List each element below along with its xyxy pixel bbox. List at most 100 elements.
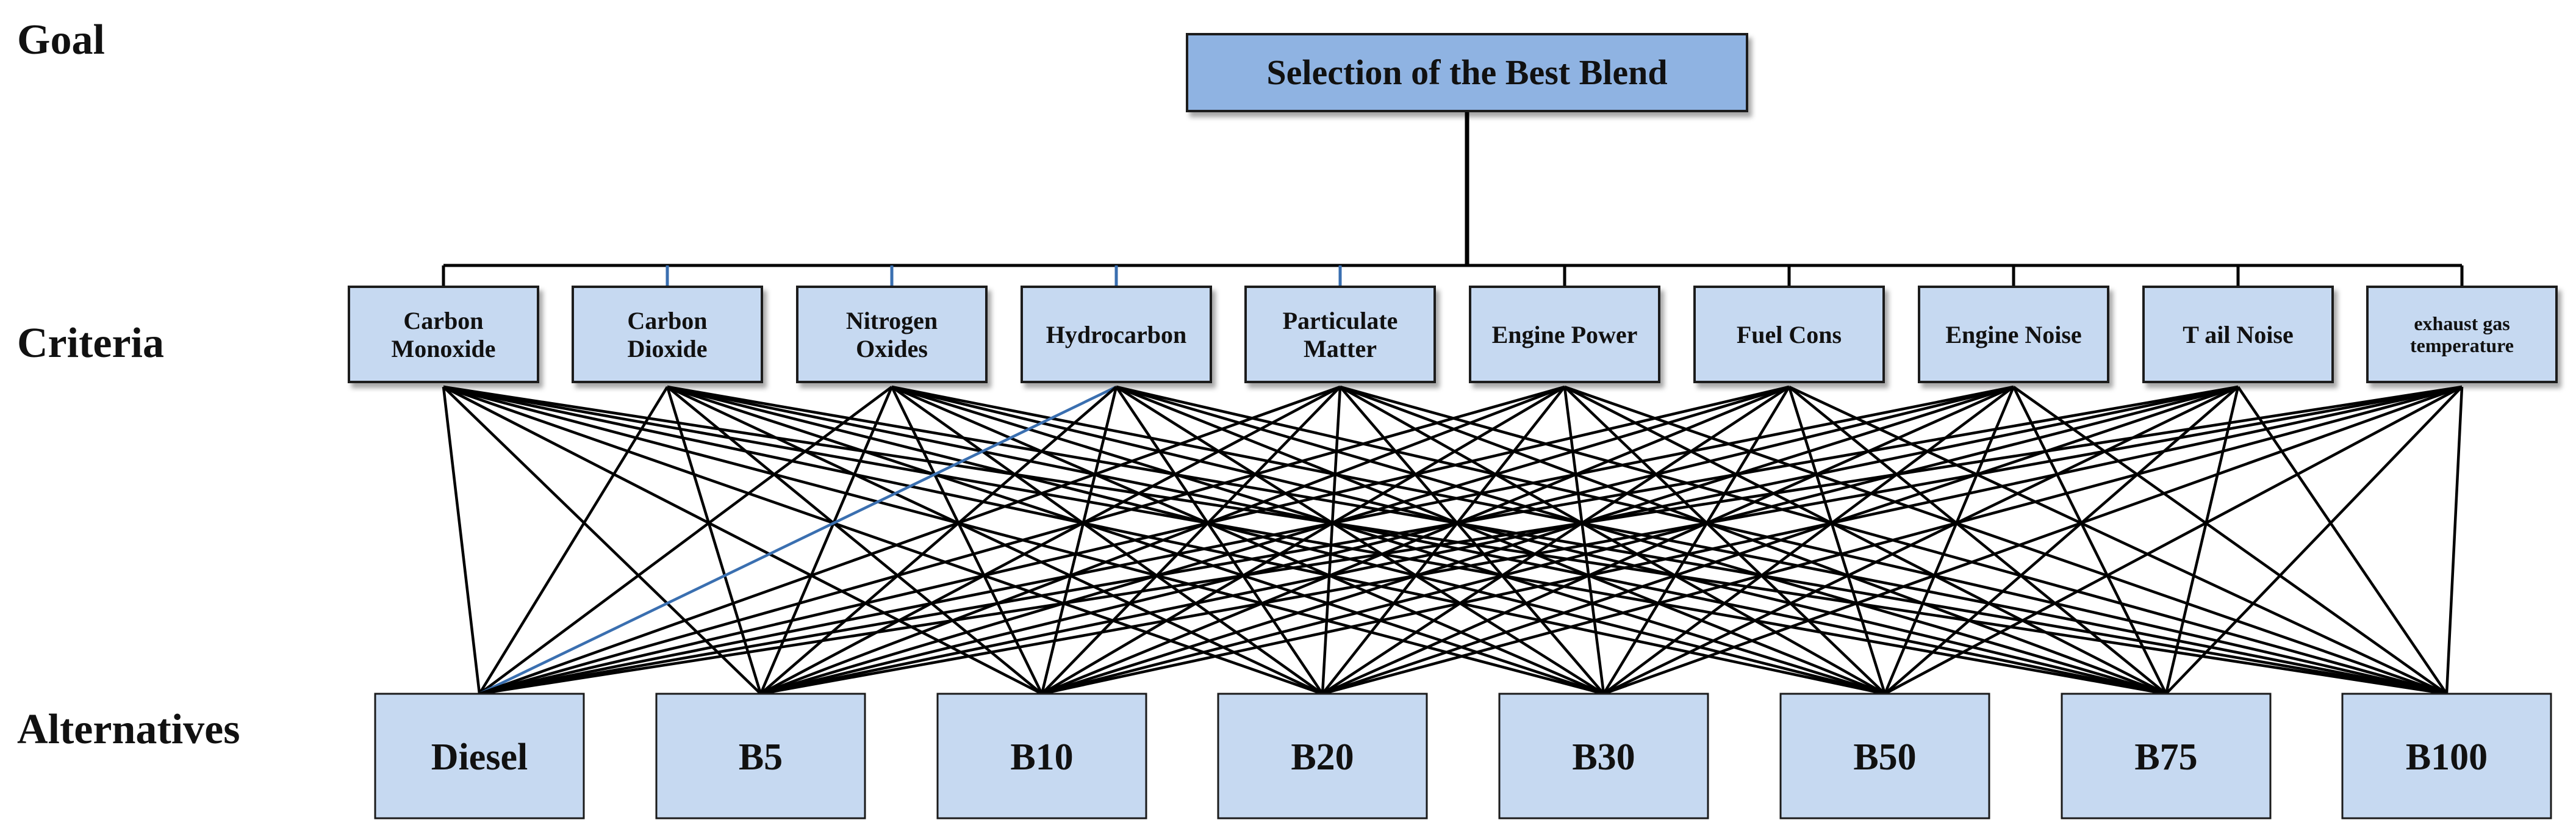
criterion-label: Hydrocarbon xyxy=(1046,321,1186,348)
alternatives-level: Diesel B5 B10 B20 B30 B50 B75 B100 xyxy=(374,693,2552,819)
alternative-box xyxy=(655,693,866,819)
criterion-box xyxy=(1693,286,1885,383)
criterion-box xyxy=(1244,286,1436,383)
alternative-label: B50 xyxy=(1853,736,1916,778)
criteria-level: CarbonMonoxideCarbonDioxideNitrogenOxide… xyxy=(348,286,2558,383)
criterion-alternative-line xyxy=(890,386,1044,694)
alternative-box xyxy=(2341,693,2552,819)
criterion-alternative-line xyxy=(760,385,1790,696)
criterion-box xyxy=(2366,286,2558,383)
criterion-alternative-line xyxy=(760,385,1565,696)
criterion-box xyxy=(572,286,763,383)
alternative-label: Diesel xyxy=(431,736,528,778)
criterion-alternative-line xyxy=(1884,386,2463,695)
alternative-box xyxy=(1217,693,1428,819)
criterion-alternative-line xyxy=(479,385,1341,696)
alternative-box xyxy=(2061,693,2272,819)
criterion-alternative-line xyxy=(1321,386,1566,695)
criterion-alternative-line xyxy=(443,385,1323,696)
alternative-label: B100 xyxy=(2406,736,2488,778)
alternative-label: B30 xyxy=(1572,736,1635,778)
goal-label: Selection of the Best Blend xyxy=(1266,52,1667,92)
criteria-level-label: Criteria xyxy=(17,320,164,367)
goal-box xyxy=(1186,33,1748,112)
criterion-alternative-line xyxy=(479,385,1565,696)
criterion-alternative-line xyxy=(478,386,669,695)
criterion-alternative-line xyxy=(760,385,2239,696)
goal-node: Selection of the Best Blend xyxy=(1186,33,1748,112)
criterion-fuel-cons: Fuel Cons xyxy=(1693,286,1885,383)
criterion-alternative-line xyxy=(1041,385,2463,696)
alternative-b50: B50 xyxy=(1779,693,1990,819)
criterion-alternative-line xyxy=(1321,386,1342,694)
criterion-label: Engine Noise xyxy=(1945,321,2081,348)
alternative-box xyxy=(374,693,585,819)
criterion-label: Nitrogen xyxy=(846,307,938,334)
criterion-alternative-line xyxy=(666,386,1043,695)
alternative-b30: B30 xyxy=(1498,693,1709,819)
criterion-box xyxy=(1021,286,1212,383)
criterion-box xyxy=(348,286,539,383)
criterion-alternative-line xyxy=(1322,385,2463,696)
criterion-alternative-line xyxy=(1041,385,1790,696)
alternative-b5: B5 xyxy=(655,693,866,819)
criterion-alternative-line xyxy=(1041,385,2014,696)
alternative-b100: B100 xyxy=(2341,693,2552,819)
criterion-box xyxy=(796,286,988,383)
criterion-alternative-line xyxy=(2165,386,2463,695)
alternative-box xyxy=(936,693,1147,819)
criterion-alternative-line xyxy=(479,385,2239,696)
criterion-label: Dioxide xyxy=(627,335,707,362)
criterion-alternative-line xyxy=(2237,386,2448,695)
alternative-b10: B10 xyxy=(936,693,1147,819)
criterion-alternative-line xyxy=(1321,386,1790,695)
criterion-box xyxy=(1469,286,1660,383)
criterion-label: Carbon xyxy=(403,307,483,334)
alternatives-level-label: Alternatives xyxy=(17,706,240,753)
criterion-alternative-line xyxy=(442,385,1043,696)
criterion-alternative-line xyxy=(891,386,1324,695)
alternative-label: B10 xyxy=(1010,736,1073,778)
alternative-label: B75 xyxy=(2134,736,2197,778)
criterion-alternative-line xyxy=(478,386,893,695)
criterion-label: Carbon xyxy=(627,307,707,334)
criterion-alternative-line xyxy=(759,386,1118,695)
criterion-label: Oxides xyxy=(856,335,928,362)
criterion-alternative-line xyxy=(479,385,1117,696)
alternative-b75: B75 xyxy=(2061,693,2272,819)
criterion-alternative-line xyxy=(667,385,1323,696)
criterion-label: Engine Power xyxy=(1492,321,1638,348)
criterion-alternative-line xyxy=(2445,386,2464,694)
alternative-label: B5 xyxy=(739,736,783,778)
criterion-alternative-line xyxy=(442,386,762,695)
criterion-alternative-line xyxy=(479,385,1790,696)
criterion-alternative-line xyxy=(1041,386,1566,695)
criterion-box xyxy=(2142,286,2334,383)
criterion-engine-power: Engine Power xyxy=(1469,286,1660,383)
alternative-box xyxy=(1779,693,1990,819)
criterion-alternative-line xyxy=(1041,386,1341,695)
criterion-alternative-line xyxy=(442,386,481,694)
criterion-label: T ail Noise xyxy=(2183,321,2294,348)
criterion-alternative-line xyxy=(759,386,1341,695)
criterion-alternative-line xyxy=(760,385,2014,696)
criterion-alternative-line xyxy=(1115,386,1324,695)
criterion-t-ail-noise: T ail Noise xyxy=(2142,286,2334,383)
criterion-label: exhaust gas xyxy=(2414,312,2510,334)
criterion-engine-noise: Engine Noise xyxy=(1918,286,2109,383)
criterion-label: Matter xyxy=(1304,335,1377,362)
criterion-label: Particulate xyxy=(1283,307,1398,334)
criterion-box xyxy=(1918,286,2109,383)
alternative-label: B20 xyxy=(1291,736,1354,778)
criterion-alternative-line xyxy=(760,385,2463,696)
criterion-label: Monoxide xyxy=(391,335,495,362)
criterion-alternative-line xyxy=(759,386,894,694)
criterion-alternative-line xyxy=(1883,386,2015,694)
goal-level-label: Goal xyxy=(17,16,105,63)
criterion-alternative-line xyxy=(1040,386,1118,694)
